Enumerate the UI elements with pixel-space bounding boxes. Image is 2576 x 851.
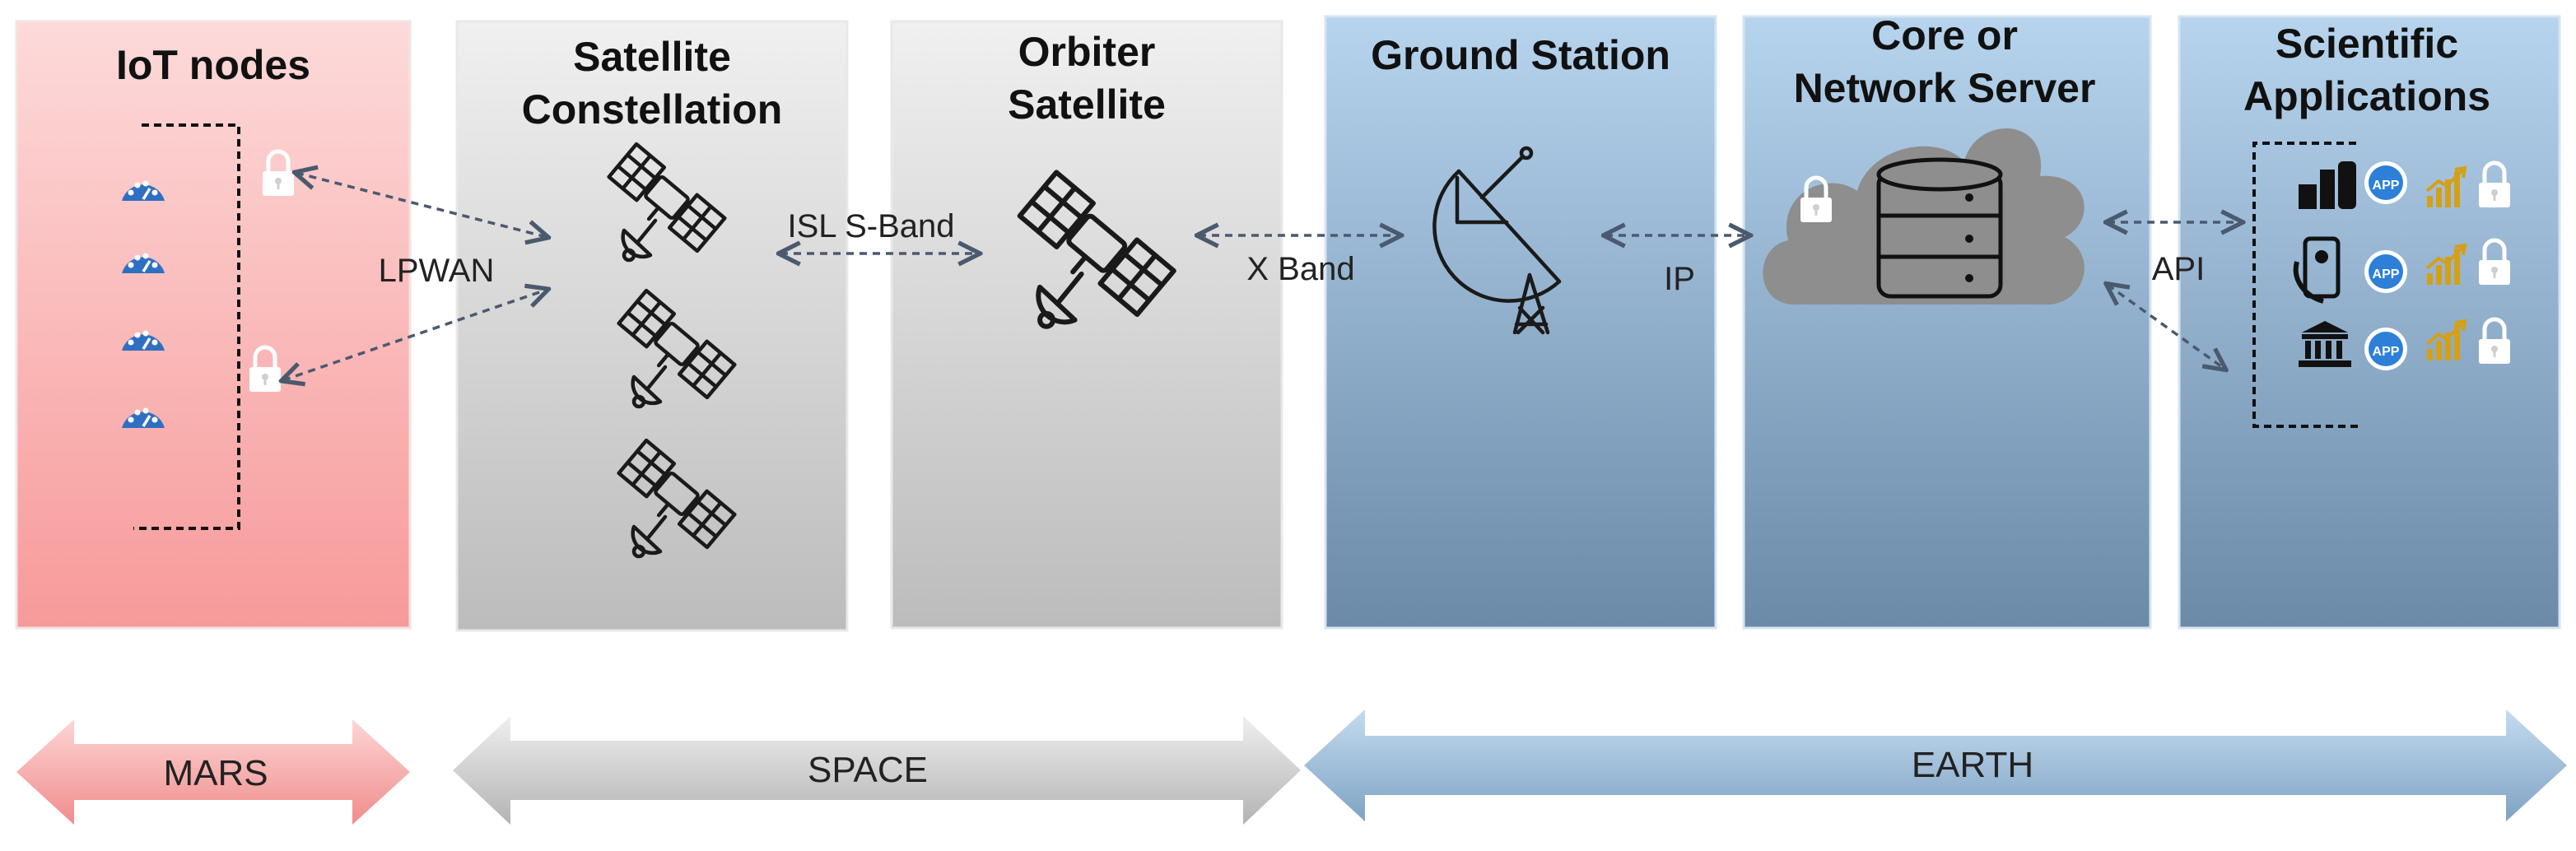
lpwan-link-lower — [283, 290, 547, 380]
space-region-arrow — [453, 716, 1301, 825]
app-badge-label: APP — [2373, 345, 2400, 359]
mars-label: MARS — [163, 753, 268, 793]
science-title-line2: Applications — [2243, 73, 2490, 119]
lpwan-label: LPWAN — [379, 253, 495, 289]
space-label: SPACE — [808, 750, 928, 790]
iot-nodes-title: IoT nodes — [116, 42, 310, 88]
core-network-server-panel — [1742, 15, 2152, 630]
core-title-line1: Core or — [1871, 12, 2018, 58]
orbiter-satellite-panel — [890, 20, 1283, 630]
app-badge-label: APP — [2373, 179, 2400, 193]
ground-station-title: Ground Station — [1371, 32, 1670, 78]
constellation-title-line1: Satellite — [573, 34, 731, 80]
dish-antenna-icon — [1432, 146, 1562, 335]
lpwan-link-upper — [296, 173, 547, 237]
mars-region-arrow — [16, 719, 410, 825]
api-link-lower — [2108, 285, 2224, 369]
bank-icon — [2299, 321, 2351, 367]
science-title-line1: Scientific — [2276, 21, 2458, 67]
apps-group-bracket — [2252, 142, 2359, 428]
orbiter-title-line1: Orbiter — [1018, 29, 1156, 75]
iot-nodes-panel — [15, 20, 412, 630]
orbiter-title-line2: Satellite — [1008, 81, 1166, 128]
ip-label: IP — [1664, 261, 1695, 297]
ground-station-panel — [1324, 15, 1717, 630]
constellation-title-line2: Constellation — [522, 86, 783, 133]
api-label: API — [2152, 251, 2205, 287]
x-band-label: X Band — [1246, 251, 1354, 287]
core-title-line2: Network Server — [1794, 65, 2096, 111]
smartphone-icon — [2293, 236, 2341, 304]
isl-sband-label: ISL S-Band — [787, 208, 954, 244]
earth-label: EARTH — [1912, 745, 2033, 785]
earth-region-arrow — [1304, 709, 2567, 821]
iot-group-bracket — [133, 123, 240, 530]
scientific-applications-panel — [2178, 15, 2561, 630]
app-badge-label: APP — [2373, 267, 2400, 281]
database-icon — [1876, 157, 2003, 299]
bottles-icon — [2299, 161, 2356, 209]
